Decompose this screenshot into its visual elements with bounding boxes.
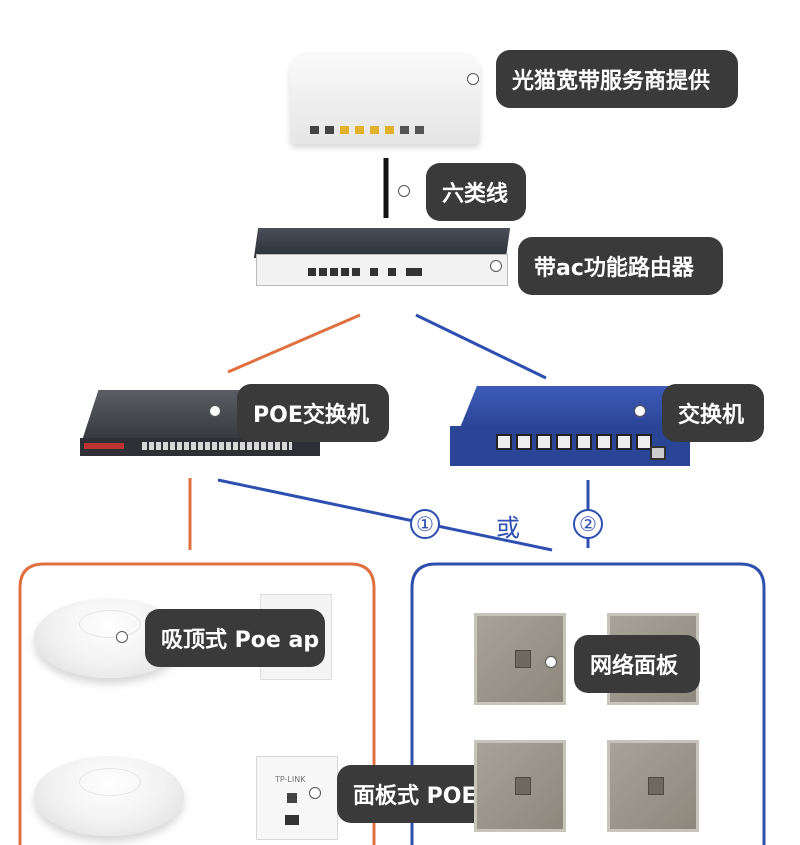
- ceiling-ap-label: 吸顶式 Poe ap: [161, 628, 320, 653]
- router-callout-dot: [490, 260, 502, 272]
- modem-label: 光猫宽带服务商提供: [512, 69, 711, 94]
- network-wall-plate-3: [474, 740, 566, 832]
- panel-group-frame: [410, 562, 766, 845]
- poe-switch-callout-dot: [209, 405, 221, 417]
- switch-callout: 交换机: [662, 384, 764, 442]
- panel-ap-device: TP-LINK: [256, 756, 338, 840]
- poe-switch-label: POE交换机: [253, 403, 369, 428]
- router-callout: 带ac功能路由器: [518, 237, 723, 295]
- switch-callout-dot: [634, 405, 646, 417]
- panel-ap-callout-dot: [309, 787, 321, 799]
- router-label: 带ac功能路由器: [534, 256, 694, 281]
- ceiling-ap-callout-dot: [116, 631, 128, 643]
- panel-ap-brand: TP-LINK: [275, 775, 306, 784]
- optical-modem: [290, 52, 480, 157]
- option-two-marker: ②: [573, 509, 603, 539]
- router-to-poe-switch-line: [227, 313, 361, 374]
- network-wall-plate-4: [607, 740, 699, 832]
- poe-switch-device: [80, 390, 335, 468]
- cable-callout-dot: [398, 185, 410, 197]
- ceiling-ap-device-2: [34, 756, 184, 836]
- switch-device: [450, 386, 713, 482]
- switch-label: 交换机: [678, 403, 745, 428]
- network-panel-label: 网络面板: [590, 654, 679, 679]
- network-panel-callout-dot: [545, 656, 557, 668]
- cable-label: 六类线: [442, 182, 509, 207]
- ap-group-frame: [18, 562, 376, 845]
- router-to-switch-line: [415, 313, 547, 380]
- or-label: 或: [496, 514, 520, 542]
- modem-callout: 光猫宽带服务商提供: [496, 50, 738, 108]
- ceiling-ap-callout: 吸顶式 Poe ap: [145, 609, 325, 667]
- modem-callout-dot: [467, 73, 479, 85]
- cable-callout: 六类线: [426, 163, 526, 221]
- option-one-marker: ①: [410, 509, 440, 539]
- poe-switch-callout: POE交换机: [237, 384, 389, 442]
- network-panel-callout: 网络面板: [574, 635, 700, 693]
- router-device: [253, 228, 511, 290]
- poe-switch-to-panels-line: [217, 478, 553, 552]
